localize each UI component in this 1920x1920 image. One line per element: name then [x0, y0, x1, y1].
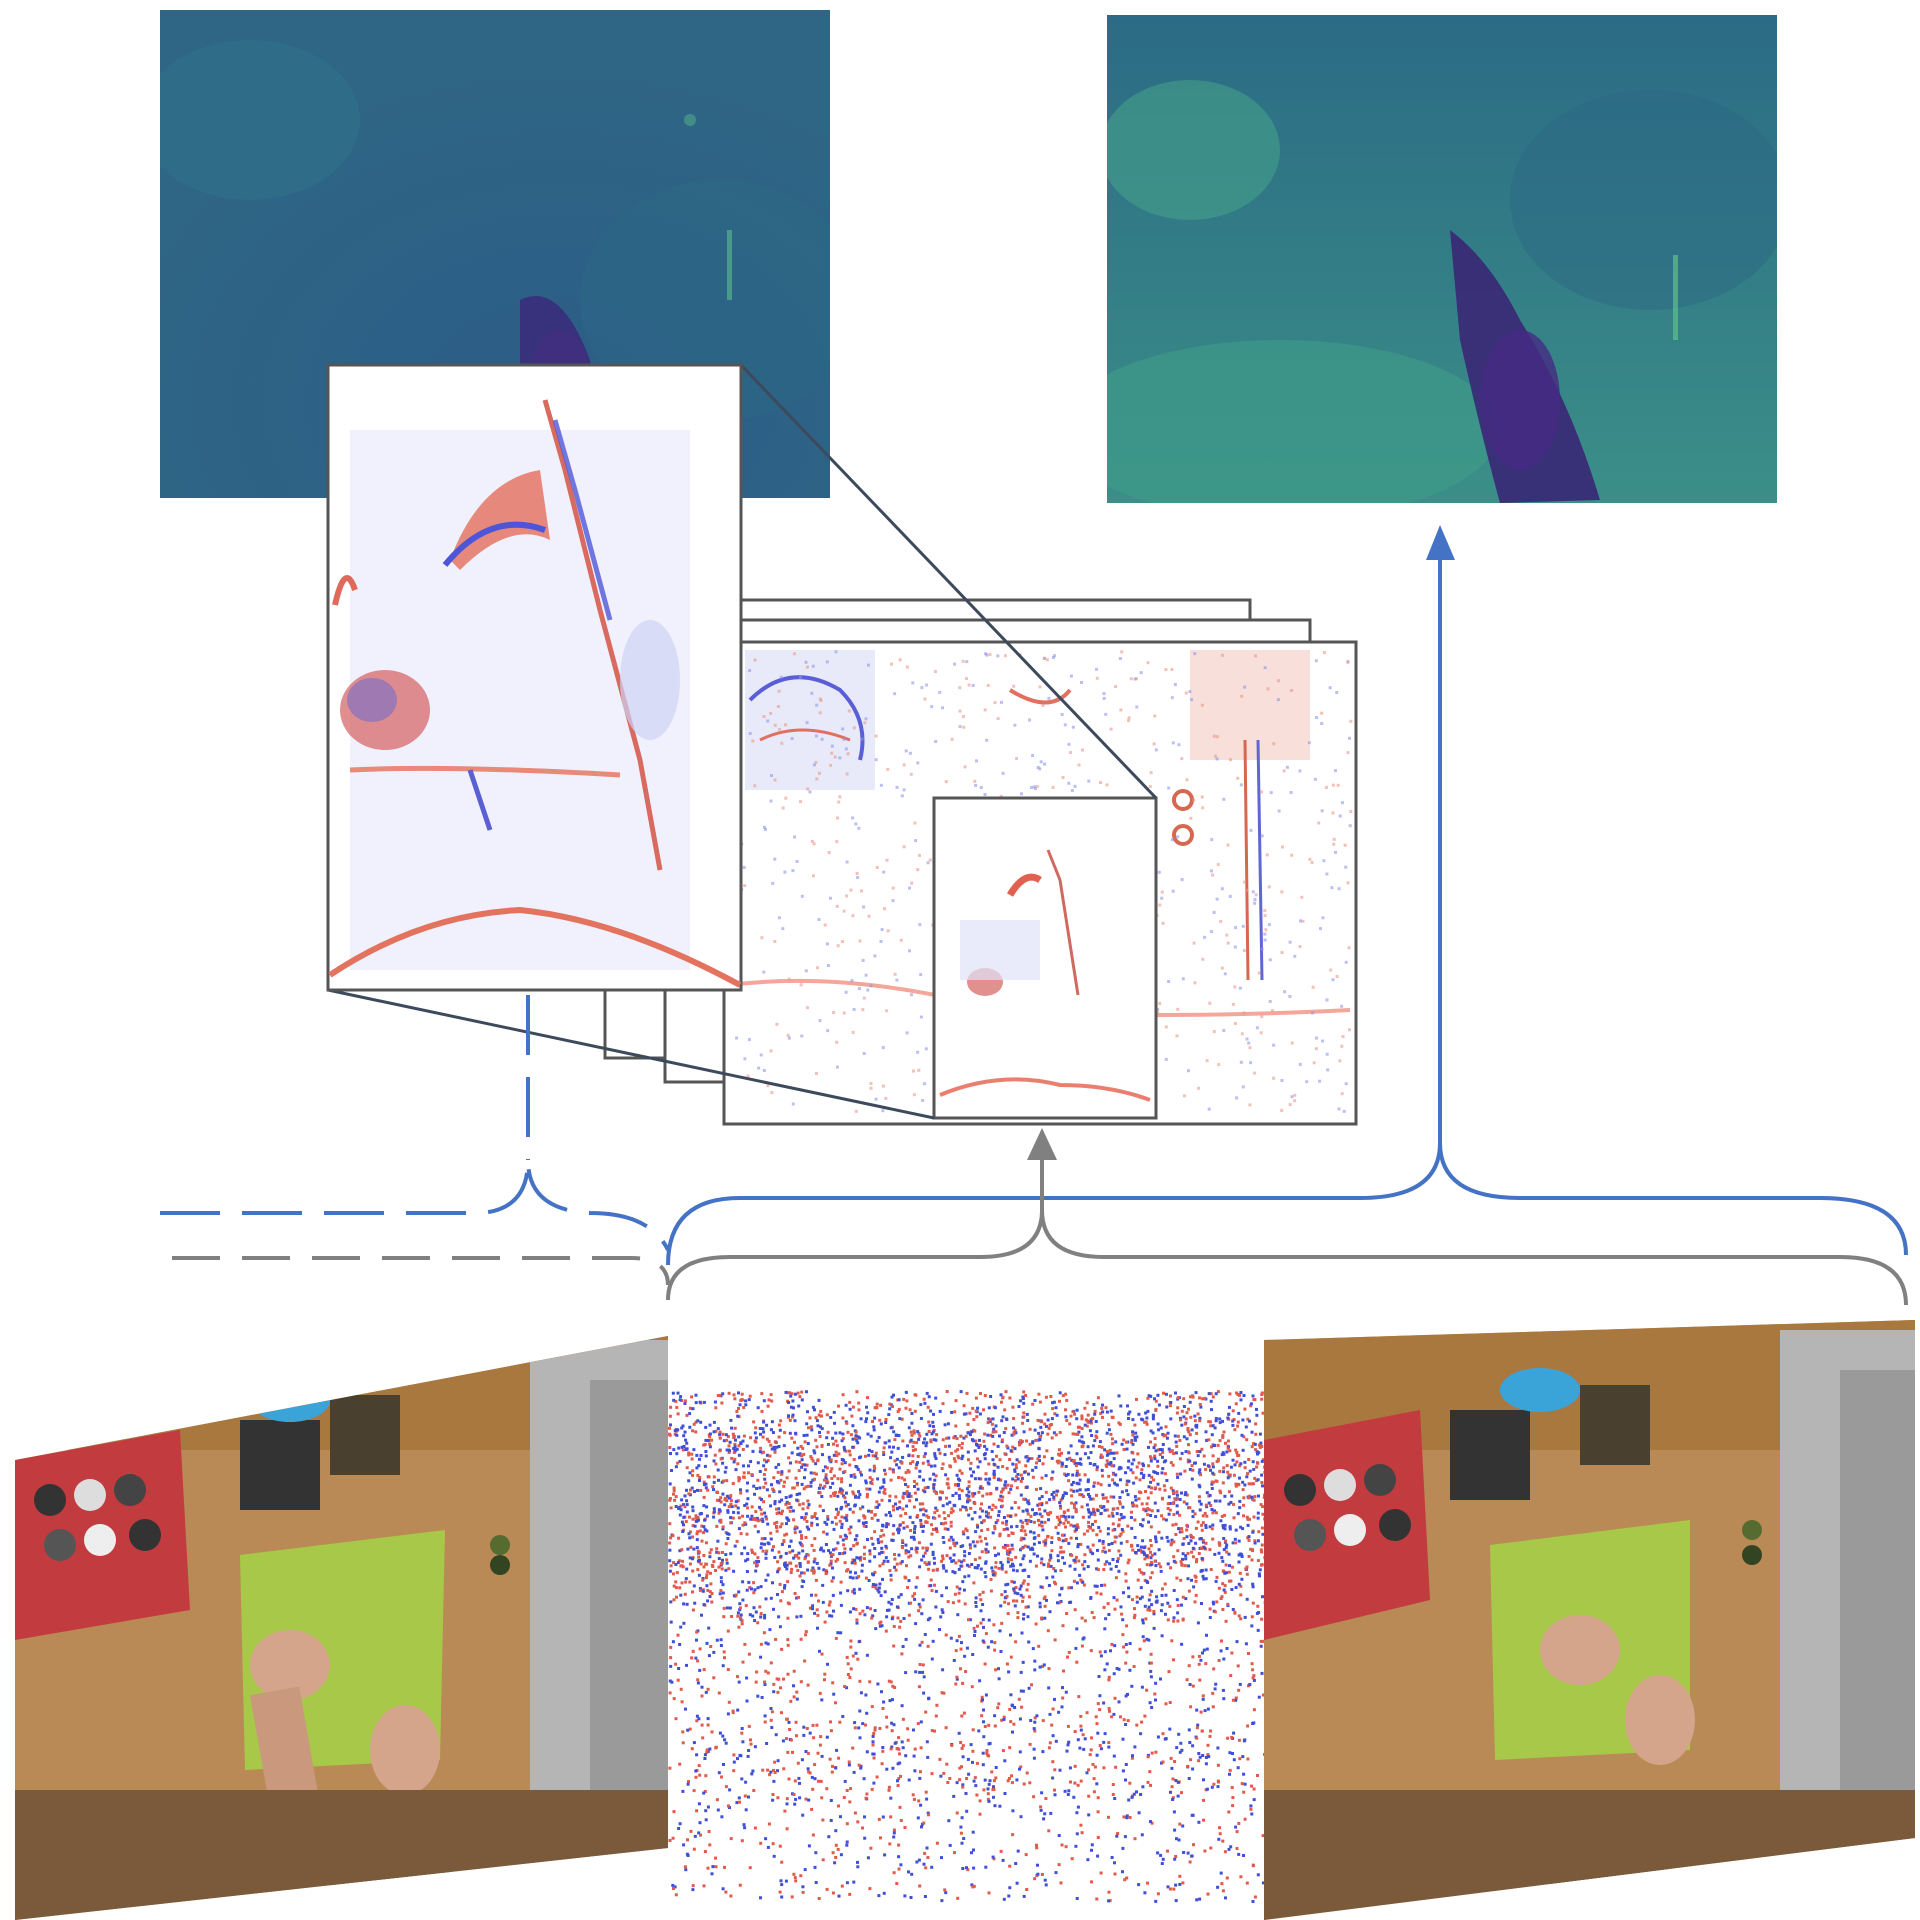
rgb-frame-right	[1264, 1320, 1915, 1920]
event-frame-stack	[603, 598, 1358, 1126]
zoom-connectors	[327, 363, 1158, 1120]
temporal-links	[160, 555, 1908, 1306]
event-inset-content	[939, 849, 1151, 1102]
rgb-frame-left	[15, 1336, 668, 1920]
arrow-to-depth-icon	[1426, 525, 1455, 560]
event-stream	[668, 1390, 1267, 1903]
event-zoom-view	[326, 363, 743, 992]
depth-map-right	[1107, 15, 1777, 503]
event-frame-front-content	[729, 650, 1353, 1113]
arrow-to-events-icon	[1027, 1128, 1057, 1160]
